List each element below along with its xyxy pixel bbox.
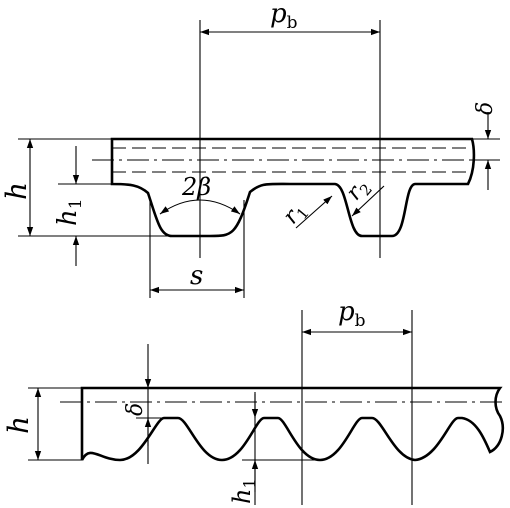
top-angle-arc: [159, 199, 241, 215]
top-r1-leader: [295, 195, 333, 229]
bottom-pitch-label: pb: [338, 297, 366, 331]
bottom-h-label: h: [2, 416, 35, 434]
bottom-figure: pb h δ h1: [2, 297, 505, 505]
top-delta-label: δ: [473, 102, 498, 115]
top-figure: pb δ h h1 2β r1 r2 s: [0, 0, 500, 298]
top-r1-label: r1: [278, 198, 312, 231]
bottom-h1-label: h1: [228, 478, 259, 504]
top-angle-label: 2β: [181, 173, 211, 201]
bottom-delta-label: δ: [123, 403, 148, 416]
bottom-belt-outline: [80, 386, 504, 462]
top-h-label: h: [0, 182, 33, 200]
top-belt-outline: [110, 137, 476, 238]
top-r2-leader: [351, 185, 385, 217]
top-s-label: s: [190, 261, 203, 291]
top-pitch-label: pb: [270, 0, 298, 33]
top-h1-label: h1: [53, 198, 86, 226]
